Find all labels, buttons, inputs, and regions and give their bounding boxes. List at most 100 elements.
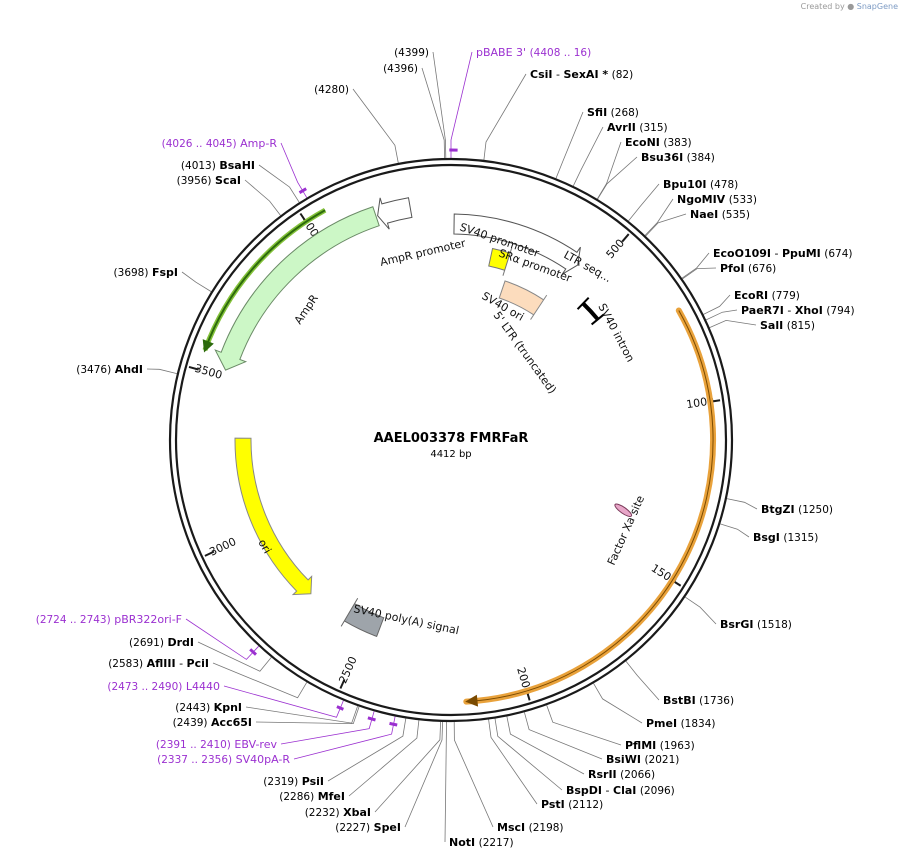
site-label-afliii[interactable]: (2583) AflIII - PciI — [108, 657, 209, 670]
site-enzyme-name: PaeR7I — [741, 304, 784, 317]
site-label-naei[interactable]: NaeI (535) — [690, 208, 750, 221]
site-label-hindiii[interactable]: (4396) — [383, 63, 418, 75]
primer-mark-l4440[interactable] — [336, 705, 344, 711]
site-position: (1736) — [699, 695, 734, 707]
tick-mark — [621, 233, 630, 243]
primer-mark-pbr322ori[interactable] — [249, 648, 257, 656]
site-enzyme-name: RsrII — [588, 768, 617, 781]
primer-label-pbr322ori[interactable]: (2724 .. 2743) pBR322ori-F — [36, 613, 182, 626]
site-position: (535) — [722, 209, 750, 221]
sv40-polya-box[interactable] — [340, 598, 385, 638]
site-enzyme-name: ClaI — [613, 784, 636, 797]
primer-range: (4408 .. 16) — [530, 47, 592, 59]
primer-mark-ebvrev[interactable] — [367, 716, 376, 722]
site-enzyme-name: SpeI — [374, 821, 401, 834]
site-label-avrii[interactable]: AvrII (315) — [607, 121, 668, 134]
primer-label-ebvrev[interactable]: (2391 .. 2410) EBV-rev — [156, 738, 278, 751]
site-enzyme-name: AhdI — [115, 363, 143, 376]
leader-line — [245, 705, 358, 724]
site-label-ahdi[interactable]: (3476) AhdI — [76, 363, 143, 376]
site-label-msci[interactable]: MscI (2198) — [497, 821, 564, 834]
site-label-fspi[interactable]: (3698) FspI — [114, 266, 178, 279]
credit-brand: SnapGene — [856, 2, 898, 11]
factor-xa-marker[interactable] — [613, 502, 633, 518]
leader-line — [197, 641, 272, 672]
ltr5-box[interactable] — [498, 280, 548, 320]
primer-label-sv40pa[interactable]: (2337 .. 2356) SV40pA-R — [157, 753, 290, 766]
site-label-sfii[interactable]: SfiI (268) — [587, 106, 639, 119]
sv40-ori-box[interactable] — [488, 247, 513, 276]
ampr-rim-arc[interactable] — [203, 209, 326, 351]
site-enzyme-name: SexAI * — [563, 68, 608, 81]
primer-range: (4026 .. 4045) — [162, 138, 237, 150]
site-label-scai[interactable]: (3956) ScaI — [177, 174, 241, 187]
cds-orange-core — [466, 310, 714, 703]
site-label-paqci[interactable]: (4399) — [394, 47, 429, 59]
site-label-bpu10i[interactable]: Bpu10I (478) — [663, 178, 738, 191]
site-enzyme-name: NgoMIV — [677, 193, 726, 206]
site-enzyme-name: PsiI — [302, 775, 324, 788]
site-label-btgzi[interactable]: BtgZI (1250) — [761, 503, 833, 516]
site-label-bsrgi[interactable]: BsrGI (1518) — [720, 618, 792, 631]
cds-orange-arc[interactable] — [463, 307, 717, 705]
site-label-bsu36i[interactable]: Bsu36I (384) — [641, 151, 715, 164]
amp-promoter-arrow[interactable] — [377, 197, 413, 230]
primer-mark-sv40pa[interactable] — [389, 721, 398, 727]
primer-label-ampr-primer[interactable]: (4026 .. 4045) Amp-R — [162, 137, 278, 150]
site-label-bsiwi[interactable]: BsiWI (2021) — [606, 753, 679, 766]
site-label-bsgi[interactable]: BsgI (1315) — [753, 531, 818, 544]
site-position: (2443) — [175, 702, 210, 714]
site-label-acc65i[interactable]: (2439) Acc65I — [173, 716, 252, 729]
site-position: (2319) — [263, 776, 298, 788]
site-label-ngomiv[interactable]: NgoMIV (533) — [677, 193, 757, 206]
site-enzyme-name: PfoI — [720, 262, 745, 275]
site-label-csii[interactable]: CsiI - SexAI * (82) — [530, 68, 633, 81]
leader-line — [327, 718, 407, 782]
site-label-bsahi[interactable]: (4013) BsaHI — [181, 159, 255, 172]
primer-mark-ampr-primer[interactable] — [298, 187, 307, 194]
primer-range: (2724 .. 2743) — [36, 614, 111, 626]
ampr-feature-arrow[interactable] — [214, 206, 380, 371]
site-label-pflmi[interactable]: PflMI (1963) — [625, 739, 695, 752]
leader-line — [181, 271, 212, 292]
leader-line — [255, 706, 360, 725]
site-label-bspdi[interactable]: BspDI - ClaI (2096) — [566, 784, 675, 797]
primer-label-pbabe3[interactable]: pBABE 3' (4408 .. 16) — [476, 46, 591, 59]
site-label-sspi[interactable]: (4280) — [314, 84, 349, 96]
site-label-drdi[interactable]: (2691) DrdI — [129, 636, 194, 649]
ori-feature-arrow[interactable] — [234, 437, 313, 596]
site-position: (2439) — [173, 717, 208, 729]
feature-label-ampr: AmpR — [292, 292, 321, 327]
site-label-xbai[interactable]: (2232) XbaI — [305, 806, 371, 819]
site-label-econi[interactable]: EcoNI (383) — [625, 136, 692, 149]
leader-line — [444, 721, 447, 843]
site-label-rsrii[interactable]: RsrII (2066) — [588, 768, 655, 781]
leader-line — [488, 719, 538, 805]
site-label-ecori[interactable]: EcoRI (779) — [734, 289, 800, 302]
leader-line — [280, 142, 308, 198]
sv40-intron-bar[interactable] — [581, 302, 600, 321]
site-label-noti[interactable]: NotI (2217) — [449, 836, 514, 849]
primer-label-l4440[interactable]: (2473 .. 2490) L4440 — [107, 680, 220, 693]
sv40-promoter-arrow[interactable] — [453, 213, 581, 275]
leader-line — [524, 712, 603, 760]
site-label-paer7i[interactable]: PaeR7I - XhoI (794) — [741, 304, 855, 317]
site-label-kpni[interactable]: (2443) KpnI — [175, 701, 242, 714]
site-position: (676) — [748, 263, 776, 275]
site-label-psti[interactable]: PstI (2112) — [541, 798, 603, 811]
site-label-pmei[interactable]: PmeI (1834) — [646, 717, 716, 730]
site-label-spei[interactable]: (2227) SpeI — [335, 821, 401, 834]
plasmid-name: AAEL003378 FMRFaR — [374, 431, 529, 446]
site-label-psii[interactable]: (2319) PsiI — [263, 775, 324, 788]
site-enzyme-name: BsiWI — [606, 753, 641, 766]
site-position: (268) — [611, 107, 639, 119]
site-label-mfei[interactable]: (2286) MfeI — [279, 790, 345, 803]
primer-range: (2391 .. 2410) — [156, 739, 231, 751]
site-label-ecoo109i[interactable]: EcoO109I - PpuMI (674) — [713, 247, 853, 260]
primer-range: (2337 .. 2356) — [157, 754, 232, 766]
site-label-sali[interactable]: SalI (815) — [760, 319, 815, 332]
leader-line — [726, 498, 758, 510]
site-label-pfoi[interactable]: PfoI (676) — [720, 262, 776, 275]
feature-label-sv40-intron: SV40 intron — [595, 301, 637, 364]
site-label-bstbi[interactable]: BstBI (1736) — [663, 694, 734, 707]
